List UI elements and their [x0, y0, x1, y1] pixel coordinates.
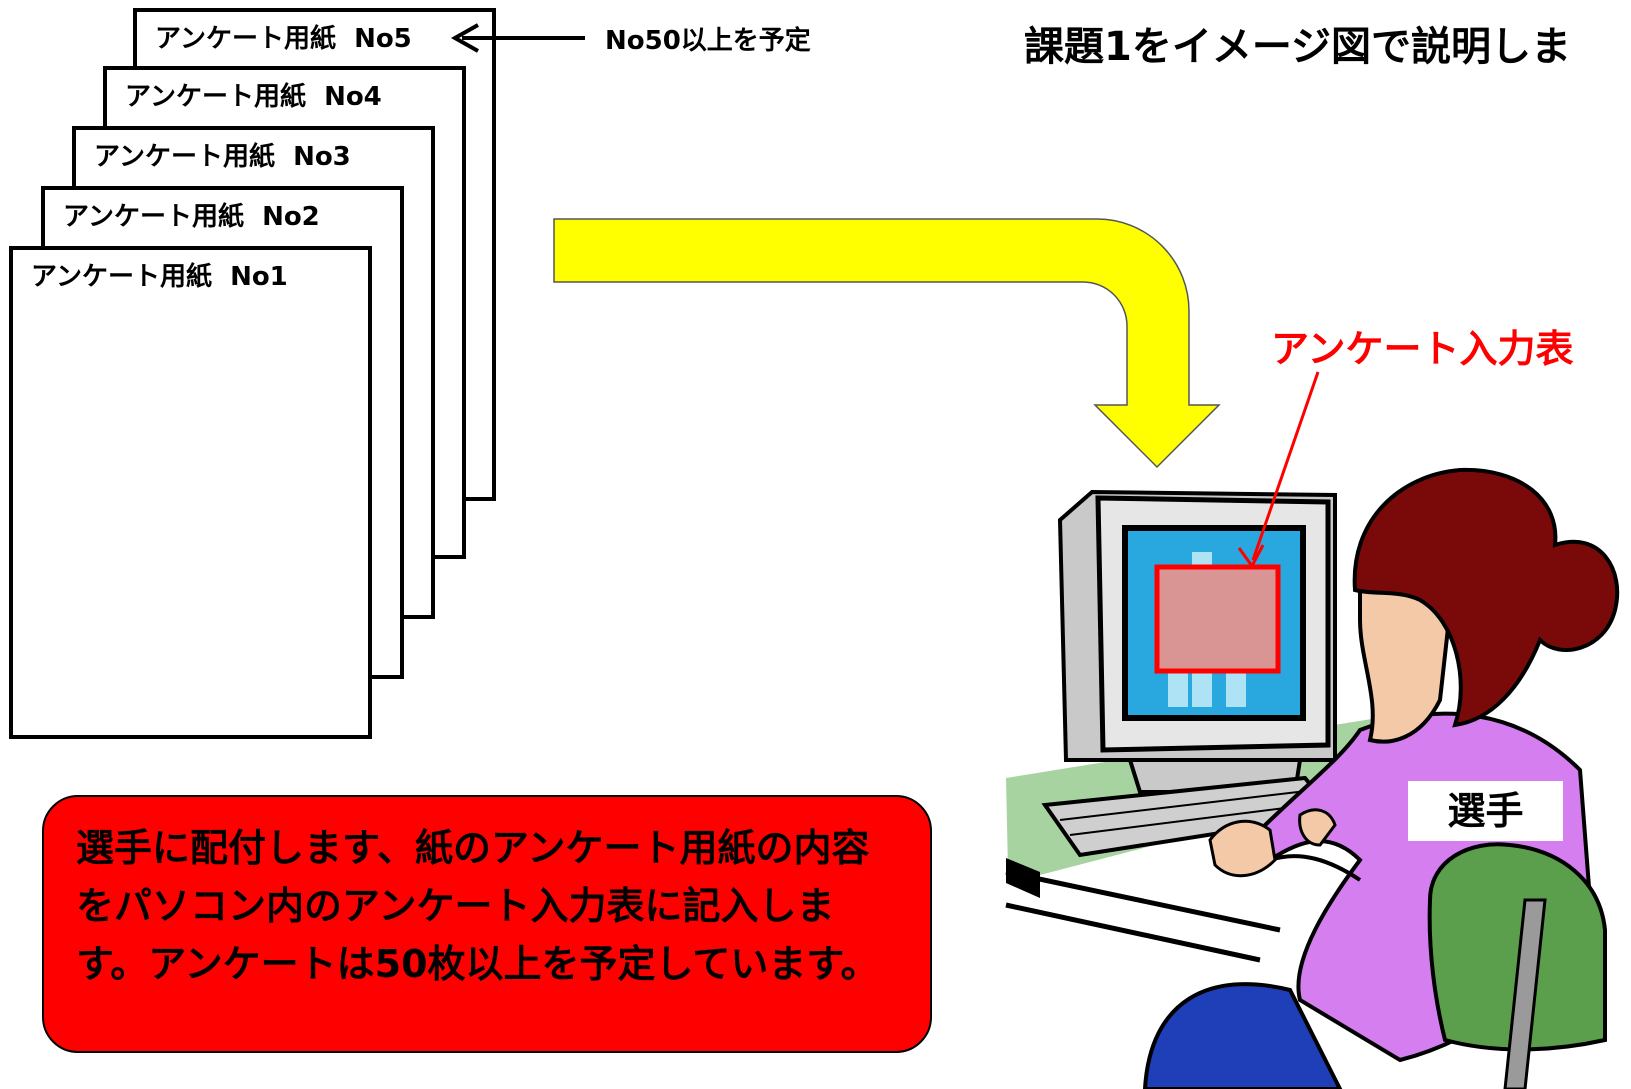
curved-arrow-icon [553, 218, 1221, 469]
callout-arrow-icon [1237, 371, 1320, 569]
sheet-no1: アンケート用紙 No1 [9, 246, 372, 739]
note-arrow-icon [450, 23, 585, 53]
chair-icon [1427, 842, 1607, 1089]
page-title: 課題1をイメージ図で説明しま [1024, 24, 1572, 70]
sheet-label: アンケート用紙 No5 [155, 24, 412, 54]
sheet-label: アンケート用紙 No4 [125, 82, 382, 112]
description-box: 選手に配付します、紙のアンケート用紙の内容をパソコン内のアンケート入力表に記入し… [42, 795, 932, 1053]
description-text: 選手に配付します、紙のアンケート用紙の内容をパソコン内のアンケート入力表に記入し… [76, 826, 879, 986]
input-form-highlight [1154, 564, 1281, 674]
sheet-label: アンケート用紙 No2 [63, 202, 320, 232]
sheet-label: アンケート用紙 No3 [94, 142, 351, 172]
sheet-label: アンケート用紙 No1 [31, 262, 288, 292]
note-label: No50以上を予定 [605, 26, 811, 56]
screen-label: アンケート入力表 [1271, 327, 1574, 371]
computer-monitor-icon [1057, 489, 1337, 794]
person-badge: 選手 [1408, 781, 1563, 841]
